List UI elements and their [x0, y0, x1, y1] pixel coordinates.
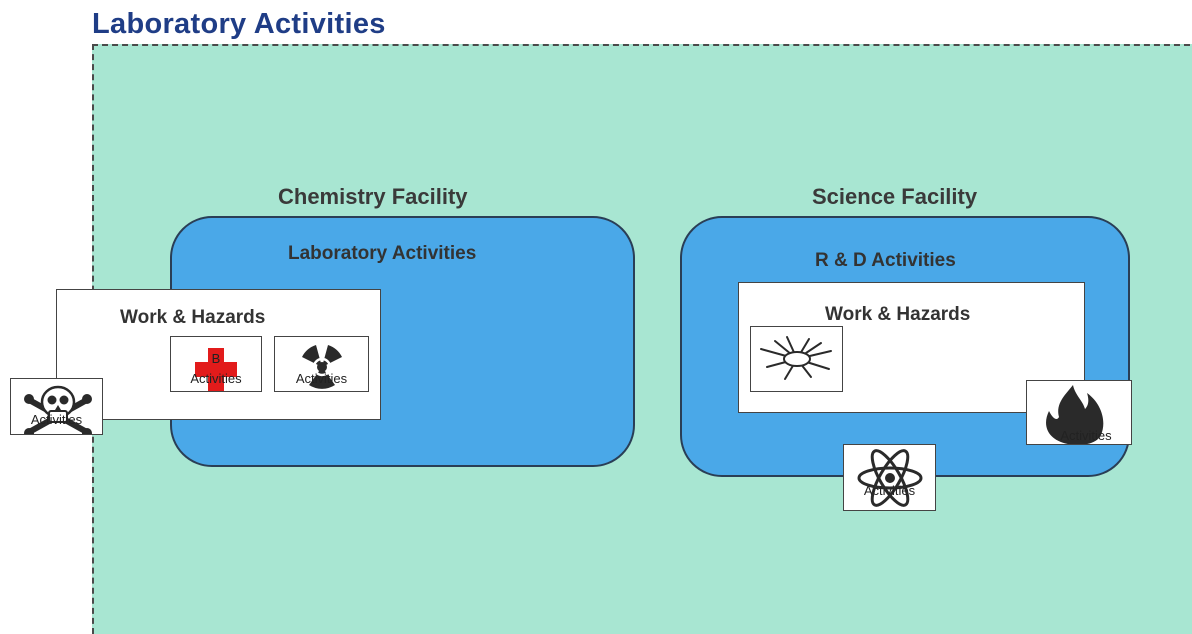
radiation-hazard-text: Activities	[295, 371, 348, 386]
chemistry-work-hazards-title: Work & Hazards	[120, 307, 266, 328]
skull-crossbones-icon	[24, 385, 92, 434]
first-aid-cross-icon	[195, 348, 237, 391]
toxic-hazard-text: Activities	[30, 412, 83, 427]
first-aid-hazard-text: Activities	[190, 371, 242, 386]
toxic-hazard-card: Activities	[10, 378, 103, 435]
explosion-hazard-card	[750, 326, 843, 392]
science-activity-label: R & D Activities	[815, 250, 956, 271]
page-title: Laboratory Activities	[92, 8, 386, 40]
flame-icon	[1046, 385, 1104, 444]
chemistry-activity-label: Laboratory Activities	[288, 243, 477, 264]
radiation-icon	[302, 345, 342, 389]
chemistry-facility-label: Chemistry Facility	[278, 184, 468, 209]
first-aid-hazard-card: B Activities	[170, 336, 262, 392]
first-aid-overlay-text: B	[211, 351, 221, 366]
fire-hazard-text: Activities	[1060, 428, 1112, 443]
atom-hazard-text: Activities	[863, 483, 916, 498]
atom-icon	[857, 449, 923, 507]
science-facility-label: Science Facility	[812, 184, 978, 209]
explosion-icon	[760, 336, 832, 380]
atom-hazard-card: Activities	[843, 444, 936, 511]
fire-hazard-card: Activities	[1026, 380, 1132, 445]
radiation-hazard-card: Activities	[274, 336, 369, 392]
science-work-hazards-title: Work & Hazards	[825, 304, 971, 325]
